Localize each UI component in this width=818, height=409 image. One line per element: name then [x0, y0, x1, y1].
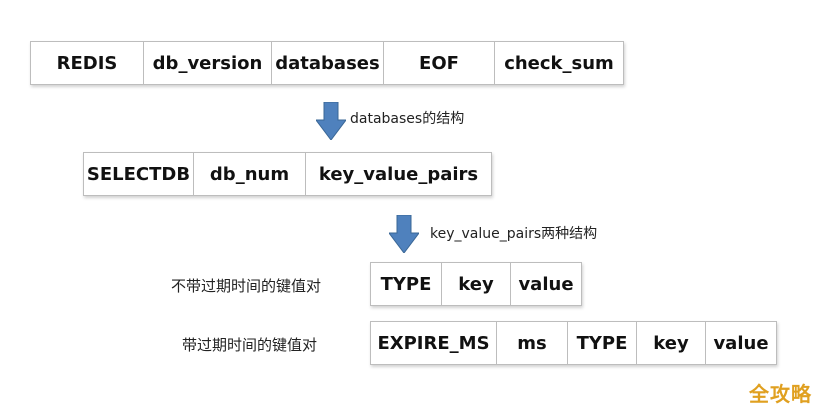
field-type: TYPE [567, 321, 637, 365]
field-databases: databases [271, 41, 384, 85]
field-key: key [441, 262, 511, 306]
field-key: key [636, 321, 706, 365]
field-db-version: db_version [143, 41, 272, 85]
field-redis: REDIS [30, 41, 144, 85]
field-type: TYPE [370, 262, 442, 306]
field-db-num: db_num [193, 152, 306, 196]
down-arrow-icon [316, 102, 346, 140]
field-expire-ms: EXPIRE_MS [370, 321, 497, 365]
field-key-value-pairs: key_value_pairs [305, 152, 492, 196]
no-expire-kv-row: TYPE key value [370, 262, 582, 306]
with-expire-label: 带过期时间的键值对 [182, 336, 318, 354]
down-arrow-icon [389, 215, 419, 253]
field-check-sum: check_sum [494, 41, 624, 85]
no-expire-label: 不带过期时间的键值对 [171, 277, 322, 295]
databases-structure-row: SELECTDB db_num key_value_pairs [83, 152, 492, 196]
with-expire-kv-row: EXPIRE_MS ms TYPE key value [370, 321, 777, 365]
field-value: value [705, 321, 777, 365]
rdb-file-structure-row: REDIS db_version databases EOF check_sum [30, 41, 624, 85]
field-ms: ms [496, 321, 568, 365]
databases-structure-caption: databases的结构 [350, 111, 465, 127]
field-selectdb: SELECTDB [83, 152, 194, 196]
field-value: value [510, 262, 582, 306]
watermark-logo: 全攻略 [749, 382, 812, 406]
key-value-pairs-structure-caption: key_value_pairs两种结构 [430, 226, 598, 242]
field-eof: EOF [383, 41, 495, 85]
